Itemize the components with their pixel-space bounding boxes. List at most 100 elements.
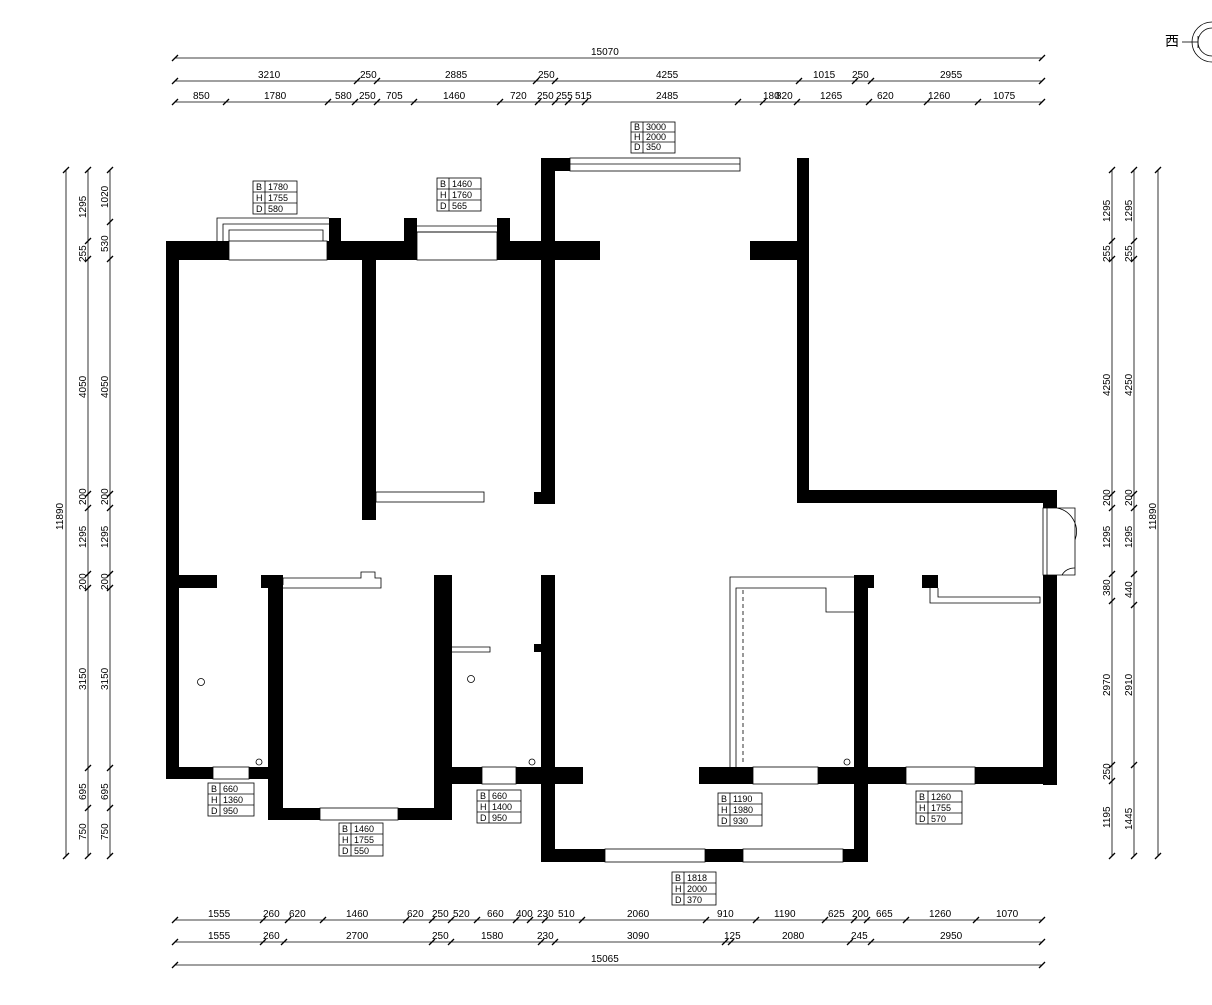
svg-text:B: B (480, 791, 486, 801)
dimension-tick (752, 916, 760, 924)
dimension-tick (821, 916, 829, 924)
dim-label: 750 (78, 823, 89, 840)
dim-label: 125 (724, 931, 741, 942)
dimension-tick (551, 77, 559, 85)
svg-text:H: H (256, 193, 263, 203)
dimension-tick (1108, 852, 1116, 860)
dim-label: 4250 (1124, 373, 1135, 396)
svg-text:1460: 1460 (452, 179, 472, 189)
svg-text:D: D (675, 895, 682, 905)
dimension-tick (171, 98, 179, 106)
dimension-tick (1130, 237, 1138, 245)
dimension-tick (1130, 601, 1138, 609)
dimension-tick (62, 852, 70, 860)
dimension-tick (551, 98, 559, 106)
dimension-tick (171, 916, 179, 924)
dim-label: 200 (1102, 489, 1113, 506)
dim-label: 250 (432, 909, 449, 920)
dimension-tick (1038, 77, 1046, 85)
dim-label: 720 (510, 91, 527, 102)
dim-label: 250 (360, 70, 377, 81)
dim-label: 2955 (940, 70, 963, 81)
dimension-tick (1108, 597, 1116, 605)
svg-text:H: H (440, 190, 447, 200)
dim-label: 1555 (208, 909, 231, 920)
dim-label: 1460 (346, 909, 369, 920)
dimension-tick (867, 77, 875, 85)
compass: 西 (1165, 21, 1212, 63)
dimension-tick (581, 98, 589, 106)
compass-circle-icon (1191, 21, 1212, 63)
dimension-tick (84, 584, 92, 592)
svg-text:1260: 1260 (931, 792, 951, 802)
dim-bottom-row1: 1555 260 620 1460 620 250 520 660 400 23… (208, 909, 1019, 920)
dimension-tick (428, 916, 436, 924)
windows (212, 157, 976, 863)
dim-label: 230 (537, 909, 554, 920)
dim-label: 1020 (100, 185, 111, 208)
svg-text:H: H (675, 884, 682, 894)
dimension-tick (410, 98, 418, 106)
dim-label: 2970 (1102, 673, 1113, 696)
dim-top-row2: 3210 250 2885 250 4255 1015 250 2955 (258, 70, 963, 81)
dim-label: 2700 (346, 931, 369, 942)
dimension-tick (865, 98, 873, 106)
dimension-tick (526, 916, 534, 924)
dim-label: 660 (487, 909, 504, 920)
dim-label: 200 (1124, 489, 1135, 506)
dimension-tick (1108, 255, 1116, 263)
walls (166, 158, 1057, 862)
svg-text:H: H (634, 132, 641, 142)
dim-label: 250 (852, 70, 869, 81)
dim-label: 1460 (443, 91, 466, 102)
dimension-tick (84, 804, 92, 812)
dimension-tick (1108, 166, 1116, 174)
dimension-tick (1108, 237, 1116, 245)
svg-text:H: H (919, 803, 926, 813)
dim-label: 625 (828, 909, 845, 920)
dimension-tick (532, 77, 540, 85)
dim-label: 1445 (1124, 807, 1135, 830)
dimension-tick (106, 804, 114, 812)
dim-label: 3090 (627, 931, 650, 942)
dim-label: 1295 (100, 525, 111, 548)
dimension-tick (1130, 490, 1138, 498)
dimension-tick (447, 938, 455, 946)
dimension-tick (1108, 570, 1116, 578)
svg-text:H: H (342, 835, 349, 845)
dimension-tick (84, 255, 92, 263)
dim-label: 1295 (78, 525, 89, 548)
svg-text:2000: 2000 (687, 884, 707, 894)
svg-text:B: B (675, 873, 681, 883)
dim-label: 1295 (1124, 525, 1135, 548)
dimension-tick (734, 98, 742, 106)
dim-label: 695 (78, 783, 89, 800)
dim-label: 520 (453, 909, 470, 920)
dimension-tick (923, 98, 931, 106)
dimension-tick (62, 166, 70, 174)
dim-label: 515 (575, 91, 592, 102)
dim-top-total: 15070 (591, 47, 619, 58)
dimension-tick (171, 938, 179, 946)
dim-label: 230 (537, 931, 554, 942)
dim-label: 2485 (656, 91, 679, 102)
dim-label: 250 (359, 91, 376, 102)
dimension-tick (280, 938, 288, 946)
svg-text:1755: 1755 (268, 193, 288, 203)
compass-label: 西 (1165, 33, 1179, 49)
dimension-tick (1130, 255, 1138, 263)
dimension-tick (373, 77, 381, 85)
svg-text:1360: 1360 (223, 795, 243, 805)
dimension-tick (171, 54, 179, 62)
dimension-tick (106, 166, 114, 174)
dim-label: 1780 (264, 91, 287, 102)
dimension-tick (319, 916, 327, 924)
dim-label: 510 (558, 909, 575, 920)
dim-bottom-row2: 1555 260 2700 250 1580 230 3090 125 2080… (208, 931, 963, 942)
svg-text:D: D (721, 816, 728, 826)
dim-label: 620 (877, 91, 894, 102)
dimension-ticks (62, 54, 1162, 969)
